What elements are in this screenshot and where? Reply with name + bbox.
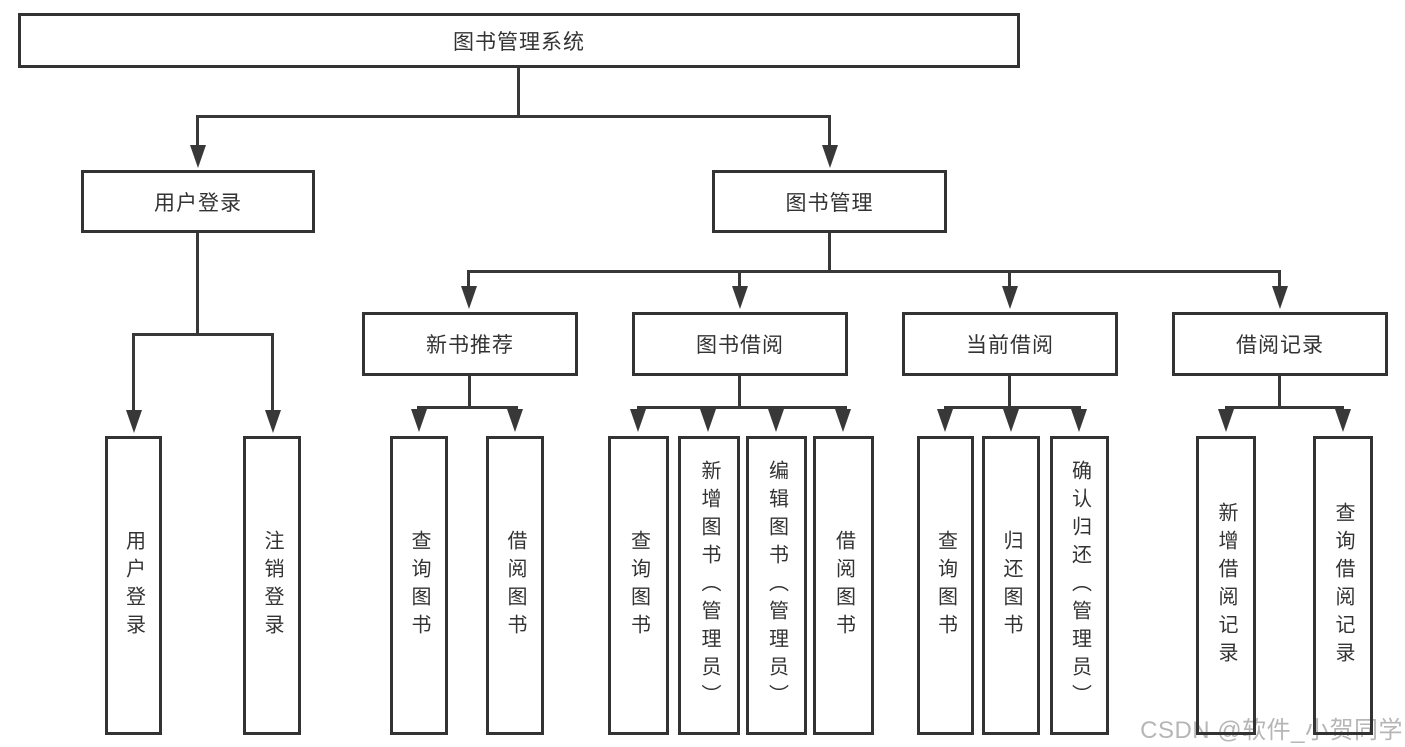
arrow-down-icon bbox=[1002, 286, 1018, 309]
csdn-watermark: CSDN @软件_小贺同学 bbox=[1140, 717, 1403, 744]
arrow-down-icon bbox=[461, 286, 477, 309]
connector-vline bbox=[738, 273, 741, 287]
arrow-down-icon bbox=[265, 410, 281, 433]
leaf-add-books-admin: 新增图书（管理员） bbox=[678, 436, 740, 735]
leaf-user-login: 用户登录 bbox=[105, 436, 162, 735]
leaf-confirm-return-admin: 确认归还（管理员） bbox=[1050, 436, 1109, 735]
arrow-down-icon bbox=[411, 409, 427, 432]
leaf-add-borrow-record: 新增借阅记录 bbox=[1196, 436, 1256, 735]
node-book-management: 图书管理 bbox=[712, 170, 947, 233]
arrow-down-icon bbox=[768, 409, 784, 432]
connector-hline bbox=[944, 406, 1081, 409]
leaf-borrow-books-recommend: 借阅图书 bbox=[486, 436, 544, 735]
leaf-query-borrow-record-label: 查询借阅记录 bbox=[1332, 501, 1354, 670]
connector-vline bbox=[1008, 273, 1011, 287]
leaf-query-books-current: 查询图书 bbox=[917, 436, 974, 735]
connector-vline bbox=[468, 376, 471, 406]
arrow-down-icon bbox=[822, 145, 838, 168]
connector-vline bbox=[196, 233, 199, 335]
leaf-query-books-recommend: 查询图书 bbox=[390, 436, 448, 735]
arrow-down-icon bbox=[630, 409, 646, 432]
leaf-logout: 注销登录 bbox=[243, 436, 301, 735]
connector-vline bbox=[738, 376, 741, 406]
arrow-down-icon bbox=[507, 409, 523, 432]
node-user-login-label: 用户登录 bbox=[154, 191, 242, 215]
connector-hline bbox=[196, 115, 831, 118]
leaf-return-books: 归还图书 bbox=[982, 436, 1040, 735]
leaf-confirm-return-admin-label: 确认归还（管理员） bbox=[1068, 459, 1091, 712]
leaf-add-books-admin-label: 新增图书（管理员） bbox=[698, 459, 720, 712]
node-borrow-records: 借阅记录 bbox=[1172, 312, 1388, 376]
connector-hline bbox=[637, 406, 847, 409]
node-book-borrow: 图书借阅 bbox=[632, 312, 848, 376]
leaf-add-borrow-record-label: 新增借阅记录 bbox=[1215, 501, 1237, 670]
leaf-edit-books-admin: 编辑图书（管理员） bbox=[746, 436, 807, 735]
leaf-user-login-label: 用户登录 bbox=[122, 529, 145, 642]
leaf-logout-label: 注销登录 bbox=[261, 529, 283, 642]
connector-vline bbox=[467, 273, 470, 287]
connector-hline bbox=[1225, 406, 1344, 409]
arrow-down-icon bbox=[700, 409, 716, 432]
leaf-query-books-borrow: 查询图书 bbox=[608, 436, 669, 735]
connector-vline bbox=[828, 233, 831, 272]
arrow-down-icon bbox=[1071, 409, 1087, 432]
arrow-down-icon bbox=[835, 409, 851, 432]
connector-vline bbox=[1278, 376, 1281, 406]
connector-vline bbox=[1278, 273, 1281, 287]
connector-hline bbox=[467, 270, 1281, 273]
arrow-down-icon bbox=[1272, 286, 1288, 309]
node-root: 图书管理系统 bbox=[18, 13, 1020, 68]
arrow-down-icon bbox=[126, 410, 142, 433]
connector-vline bbox=[196, 118, 199, 146]
leaf-borrow-books: 借阅图书 bbox=[813, 436, 874, 735]
node-book-borrow-label: 图书借阅 bbox=[696, 334, 784, 357]
leaf-return-books-label: 归还图书 bbox=[1000, 529, 1022, 642]
connector-vline bbox=[1008, 376, 1011, 406]
node-root-label: 图书管理系统 bbox=[453, 30, 585, 54]
node-user-login: 用户登录 bbox=[81, 170, 315, 233]
arrow-down-icon bbox=[190, 145, 206, 168]
connector-vline bbox=[828, 118, 831, 146]
leaf-borrow-books-recommend-label: 借阅图书 bbox=[504, 529, 526, 642]
arrow-down-icon bbox=[1003, 409, 1019, 432]
leaf-borrow-books-label: 借阅图书 bbox=[832, 529, 855, 642]
node-current-borrow-label: 当前借阅 bbox=[966, 334, 1054, 357]
node-new-book-recommend-label: 新书推荐 bbox=[426, 334, 514, 357]
node-borrow-records-label: 借阅记录 bbox=[1236, 334, 1324, 357]
node-current-borrow: 当前借阅 bbox=[902, 312, 1118, 376]
leaf-query-books-recommend-label: 查询图书 bbox=[408, 529, 430, 642]
connector-hline bbox=[132, 333, 274, 336]
arrow-down-icon bbox=[732, 286, 748, 309]
leaf-query-borrow-record: 查询借阅记录 bbox=[1313, 436, 1373, 735]
connector-vline bbox=[517, 67, 520, 117]
leaf-query-books-borrow-label: 查询图书 bbox=[627, 529, 650, 642]
arrow-down-icon bbox=[1335, 409, 1351, 432]
leaf-query-books-current-label: 查询图书 bbox=[934, 529, 957, 642]
arrow-down-icon bbox=[1218, 409, 1234, 432]
connector-vline bbox=[132, 336, 135, 410]
leaf-edit-books-admin-label: 编辑图书（管理员） bbox=[765, 459, 788, 712]
connector-hline bbox=[417, 406, 518, 409]
arrow-down-icon bbox=[937, 409, 953, 432]
node-new-book-recommend: 新书推荐 bbox=[362, 312, 578, 376]
node-book-management-label: 图书管理 bbox=[785, 191, 874, 215]
connector-vline bbox=[271, 336, 274, 410]
